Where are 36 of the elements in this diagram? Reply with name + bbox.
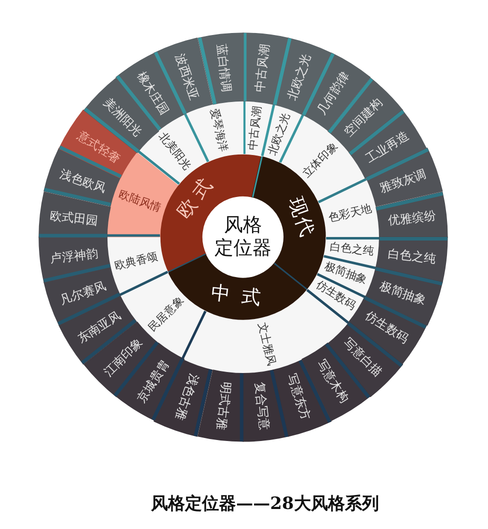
sector-label: 色彩天地 [327,202,372,223]
outer-ring-sector [198,33,243,104]
sector-label: 立体印象 [300,140,340,179]
sector-label: 复合写意 [253,381,271,430]
sector-label: 极简抽象 [378,280,428,307]
sector-label: 爱琴海洋 [208,108,229,153]
sector-label: 浅色古雅 [173,372,200,422]
sector-label: 明式古雅 [215,381,233,430]
sector-label: 雅致灰调 [378,167,428,194]
sector-label: 北欧之光 [286,52,313,102]
sector-label: 优雅缤纷 [387,209,436,227]
sector-label: 欧式田园 [50,209,99,227]
sector-label: 中古风潮 [247,106,264,151]
sector-label: 欧陆风情 [117,188,162,214]
sector-label: 欧典香颂 [114,251,159,272]
sector-label: 波西米亚 [173,52,200,102]
sector-label: 北欧之光 [266,111,292,156]
sector-label: 文士雅风 [257,321,278,366]
sector-label: 白色之纯 [329,241,374,258]
outer-ring-sector [39,237,110,282]
sector-label: 欧式 [174,176,216,222]
sector-label: 蓝白情调 [215,44,233,93]
hub-label: 风格定位器 [214,214,272,260]
sector-label: 北美阳光 [156,130,193,172]
sector-label: 现代 [284,194,316,239]
caption-text: 风格定位器——28大风格系列 [151,494,379,514]
sector-label: 卢浮神韵 [50,247,99,265]
sector-label: 白色之纯 [387,247,436,265]
sector-label: 写意东方 [286,372,313,422]
sector-label: 民居意象 [146,294,185,334]
sector-label: 中式 [210,283,262,308]
sector-label: 浅色欧风 [58,167,108,194]
sector-label: 中古风潮 [253,44,271,93]
sector-label: 凡尔赛风 [58,280,108,307]
outer-ring-sector [243,370,288,441]
outer-ring-sector [376,192,447,237]
